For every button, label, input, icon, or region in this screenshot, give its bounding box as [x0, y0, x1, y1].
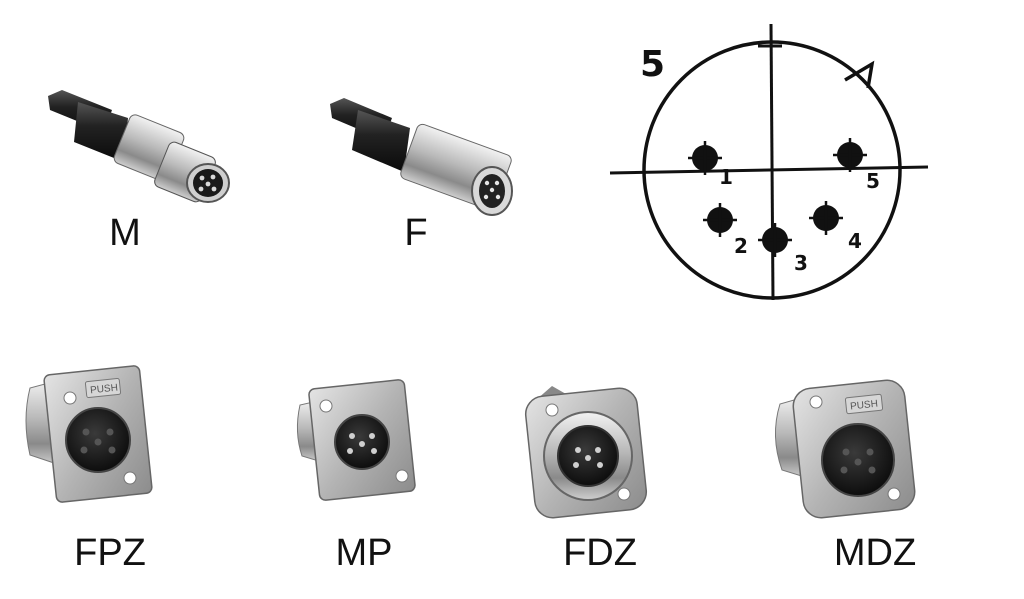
panel-connector-mp [296, 379, 416, 501]
vertical-axis [769, 23, 775, 301]
pin-2-label: 2 [734, 234, 748, 258]
panel-connector-fdz [524, 386, 648, 519]
pin-5 [833, 138, 867, 172]
pin-3 [758, 223, 792, 257]
pinout-diagram: 5 1 2 3 4 5 [609, 23, 929, 301]
pin-5-label: 5 [866, 169, 880, 193]
pin-1-label: 1 [719, 165, 733, 189]
label-f: F [404, 212, 428, 254]
label-fdz: FDZ [563, 532, 637, 574]
pinout-number: 5 [640, 44, 665, 85]
pin-1 [688, 141, 722, 175]
pin-4-label: 4 [848, 229, 862, 253]
key-notch [844, 60, 875, 89]
mdz-push-text: PUSH [850, 399, 879, 413]
cable-connector-m [48, 90, 230, 203]
horizontal-axis [609, 165, 929, 175]
label-m: M [109, 212, 141, 254]
panel-connector-mdz: PUSH [774, 379, 916, 519]
label-mdz: MDZ [833, 532, 917, 574]
fpz-push-text: PUSH [90, 382, 119, 396]
label-mp: MP [335, 532, 393, 574]
cable-connector-f [330, 98, 513, 216]
pin-2 [703, 203, 737, 237]
label-fpz: FPZ [74, 532, 146, 574]
panel-connector-fpz: PUSH [25, 365, 153, 503]
pin-4 [809, 201, 843, 235]
pin-3-label: 3 [794, 251, 808, 275]
